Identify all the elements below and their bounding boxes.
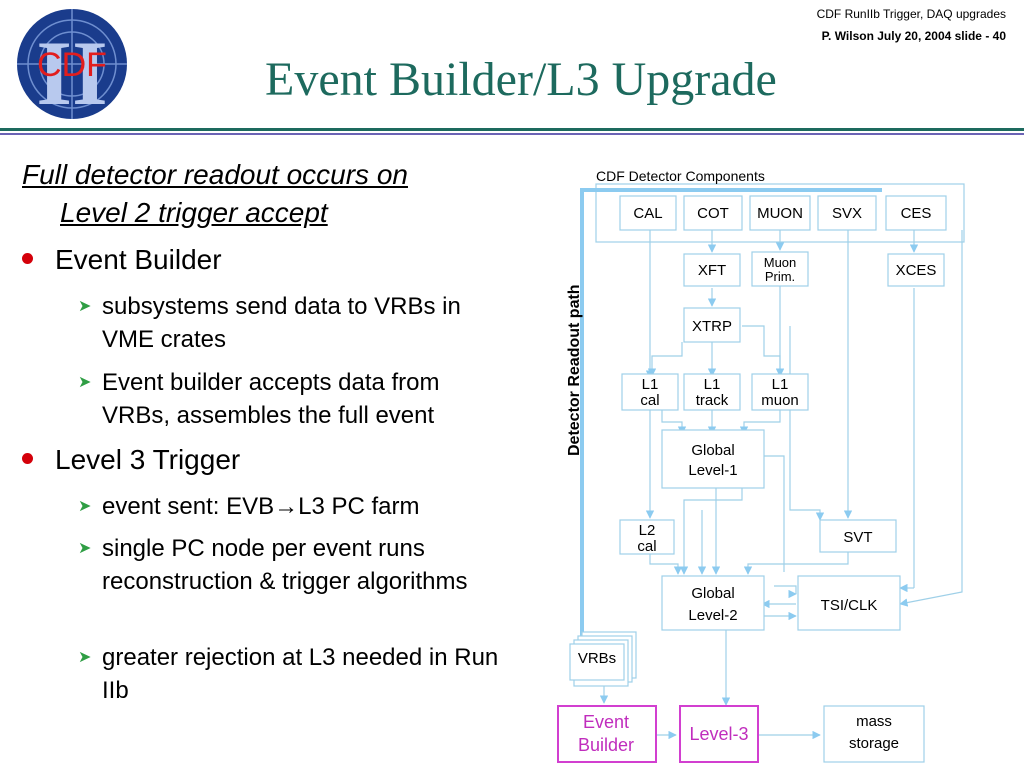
global-l1-line1: Global xyxy=(691,442,734,459)
lead-line-1: Full detector readout occurs on xyxy=(22,159,408,190)
title-rule-secondary xyxy=(0,133,1024,135)
global-l2-line1: Global xyxy=(691,585,734,602)
l1-track-line2: track xyxy=(696,392,729,409)
title-rule xyxy=(0,128,1024,131)
cot-box: COT xyxy=(697,205,729,222)
arrow-bullet-icon: ➤ xyxy=(78,298,92,315)
global-l1-line2: Level-1 xyxy=(688,462,737,479)
arrow-bullet-icon: ➤ xyxy=(78,540,92,557)
lead-statement: Full detector readout occurs on Level 2 … xyxy=(22,156,502,232)
xces-box: XCES xyxy=(896,262,937,279)
arrow-bullet-icon: ➤ xyxy=(78,649,92,666)
l1-muon-line2: muon xyxy=(761,392,799,409)
header-author-date: P. Wilson July 20, 2004 slide - 40 xyxy=(821,29,1006,43)
logo-text: CDF xyxy=(37,46,107,84)
level3-box: Level-3 xyxy=(689,724,748,744)
logo-numeral: II xyxy=(36,22,108,122)
arrow-bullet-icon: ➤ xyxy=(78,374,92,391)
bullet-dot-icon xyxy=(22,253,33,265)
l1-track-line1: L1 xyxy=(704,376,721,393)
readout-path-label: Detector Readout path xyxy=(566,284,583,456)
subbullet: ➤ greater rejection at L3 needed in Run … xyxy=(78,641,508,707)
subbullet-text: subsystems send data to VRBs in VME crat… xyxy=(102,293,461,353)
arrow-bullet-icon: ➤ xyxy=(78,498,92,515)
bullet-event-builder: Event Builder xyxy=(22,244,222,276)
svx-box: SVX xyxy=(832,205,862,222)
bullet-level3-trigger: Level 3 Trigger xyxy=(22,444,240,476)
l1-cal-line1: L1 xyxy=(642,376,659,393)
global-l2-line2: Level-2 xyxy=(688,607,737,624)
vrbs-box: VRBs xyxy=(578,650,616,667)
muon-prim-line2: Prim. xyxy=(765,269,795,284)
subbullet-text: Event builder accepts data from VRBs, as… xyxy=(102,369,440,429)
subbullet: ➤ Event builder accepts data from VRBs, … xyxy=(78,366,508,432)
muon-prim-line1: Muon xyxy=(764,255,797,270)
mass-storage-line1: mass xyxy=(856,713,892,730)
bullet-dot-icon xyxy=(22,453,33,465)
header-course: CDF RunIIb Trigger, DAQ upgrades xyxy=(816,7,1006,21)
lead-line-2: Level 2 trigger accept xyxy=(60,197,328,228)
muon-box: MUON xyxy=(757,205,803,222)
slide-title: Event Builder/L3 Upgrade xyxy=(265,53,777,106)
bullet-text: Level 3 Trigger xyxy=(55,444,241,475)
tsi-clk-box: TSI/CLK xyxy=(821,597,878,614)
l1-cal-line2: cal xyxy=(640,392,659,409)
l1-muon-line1: L1 xyxy=(772,376,789,393)
xtrp-box: XTRP xyxy=(692,318,732,335)
subbullet: ➤ subsystems send data to VRBs in VME cr… xyxy=(78,290,508,356)
xft-box: XFT xyxy=(698,262,726,279)
trigger-daq-diagram: Detector Readout path CDF Detector Compo… xyxy=(557,168,965,763)
subbullet-text: single PC node per event runs reconstruc… xyxy=(102,535,468,595)
bullet-text: Event Builder xyxy=(55,244,222,275)
event-builder-line2: Builder xyxy=(578,735,634,755)
subbullet-text: greater rejection at L3 needed in Run II… xyxy=(102,644,499,704)
group-label: CDF Detector Components xyxy=(596,168,765,184)
cdf-logo: II CDF xyxy=(17,9,127,122)
subbullet: ➤ event sent: EVB→L3 PC farm xyxy=(78,490,508,523)
subbullet-text: event sent: EVB→L3 PC farm xyxy=(102,493,420,520)
l2-cal-line2: cal xyxy=(637,538,656,555)
ces-box: CES xyxy=(901,205,932,222)
mass-storage-line2: storage xyxy=(849,735,899,752)
cal-box: CAL xyxy=(633,205,662,222)
l2-cal-line1: L2 xyxy=(639,522,656,539)
event-builder-line1: Event xyxy=(583,712,629,732)
svt-box: SVT xyxy=(843,529,872,546)
subbullet: ➤ single PC node per event runs reconstr… xyxy=(78,532,508,598)
